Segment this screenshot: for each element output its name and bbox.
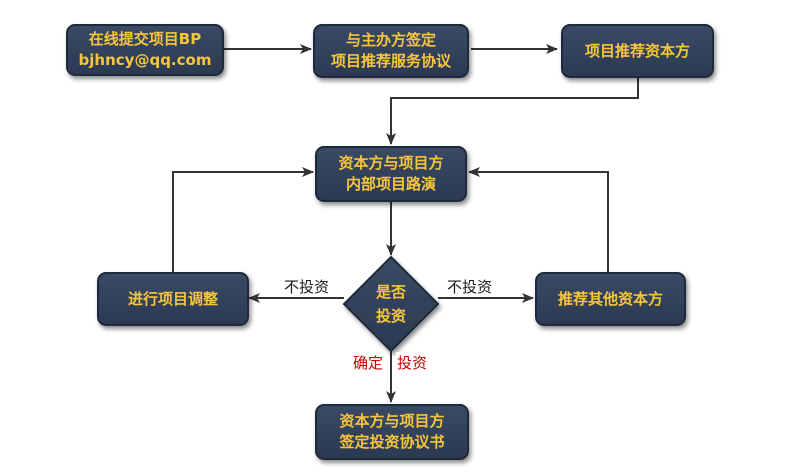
- node-sign-investment-line2: 签定投资协议书: [339, 433, 445, 451]
- label-invest: 投资: [396, 352, 429, 373]
- node-decision-line2: 投资: [375, 307, 406, 325]
- node-sign-service: 与主办方签定 项目推荐服务协议: [313, 24, 469, 78]
- node-recommend-line1: 项目推荐资本方: [584, 41, 690, 60]
- node-submit-bp-line1: 在线提交项目BP: [88, 30, 202, 48]
- arrow-adjust-to-roadshow: [172, 167, 314, 272]
- label-confirm: 确定: [352, 352, 385, 373]
- node-other-capital: 推荐其他资本方: [535, 272, 686, 326]
- node-submit-bp: 在线提交项目BP bjhncy@qq.com: [66, 24, 224, 76]
- decision-diamond-shape: [342, 255, 440, 353]
- node-other-capital-line1: 推荐其他资本方: [557, 289, 663, 308]
- arrow-recommend-to-roadshow: [386, 78, 639, 145]
- node-adjust-line1: 进行项目调整: [127, 289, 218, 308]
- node-sign-service-line2: 项目推荐服务协议: [330, 52, 451, 70]
- node-sign-investment-line1: 资本方与项目方: [339, 412, 445, 430]
- node-decision: 是否 投资: [344, 257, 438, 351]
- label-no-invest-right: 不投资: [446, 276, 494, 297]
- node-sign-investment: 资本方与项目方 签定投资协议书: [315, 404, 469, 460]
- label-no-invest-left: 不投资: [283, 276, 331, 297]
- node-roadshow-line1: 资本方与项目方: [338, 154, 444, 172]
- node-recommend: 项目推荐资本方: [561, 24, 714, 78]
- node-roadshow-line2: 内部项目路演: [345, 175, 436, 193]
- arrow-other-to-roadshow: [468, 167, 609, 272]
- node-sign-service-line1: 与主办方签定: [345, 31, 436, 49]
- node-submit-bp-line2: bjhncy@qq.com: [78, 51, 212, 69]
- node-adjust: 进行项目调整: [97, 272, 249, 326]
- node-decision-line1: 是否: [375, 283, 406, 301]
- node-roadshow: 资本方与项目方 内部项目路演: [315, 146, 467, 202]
